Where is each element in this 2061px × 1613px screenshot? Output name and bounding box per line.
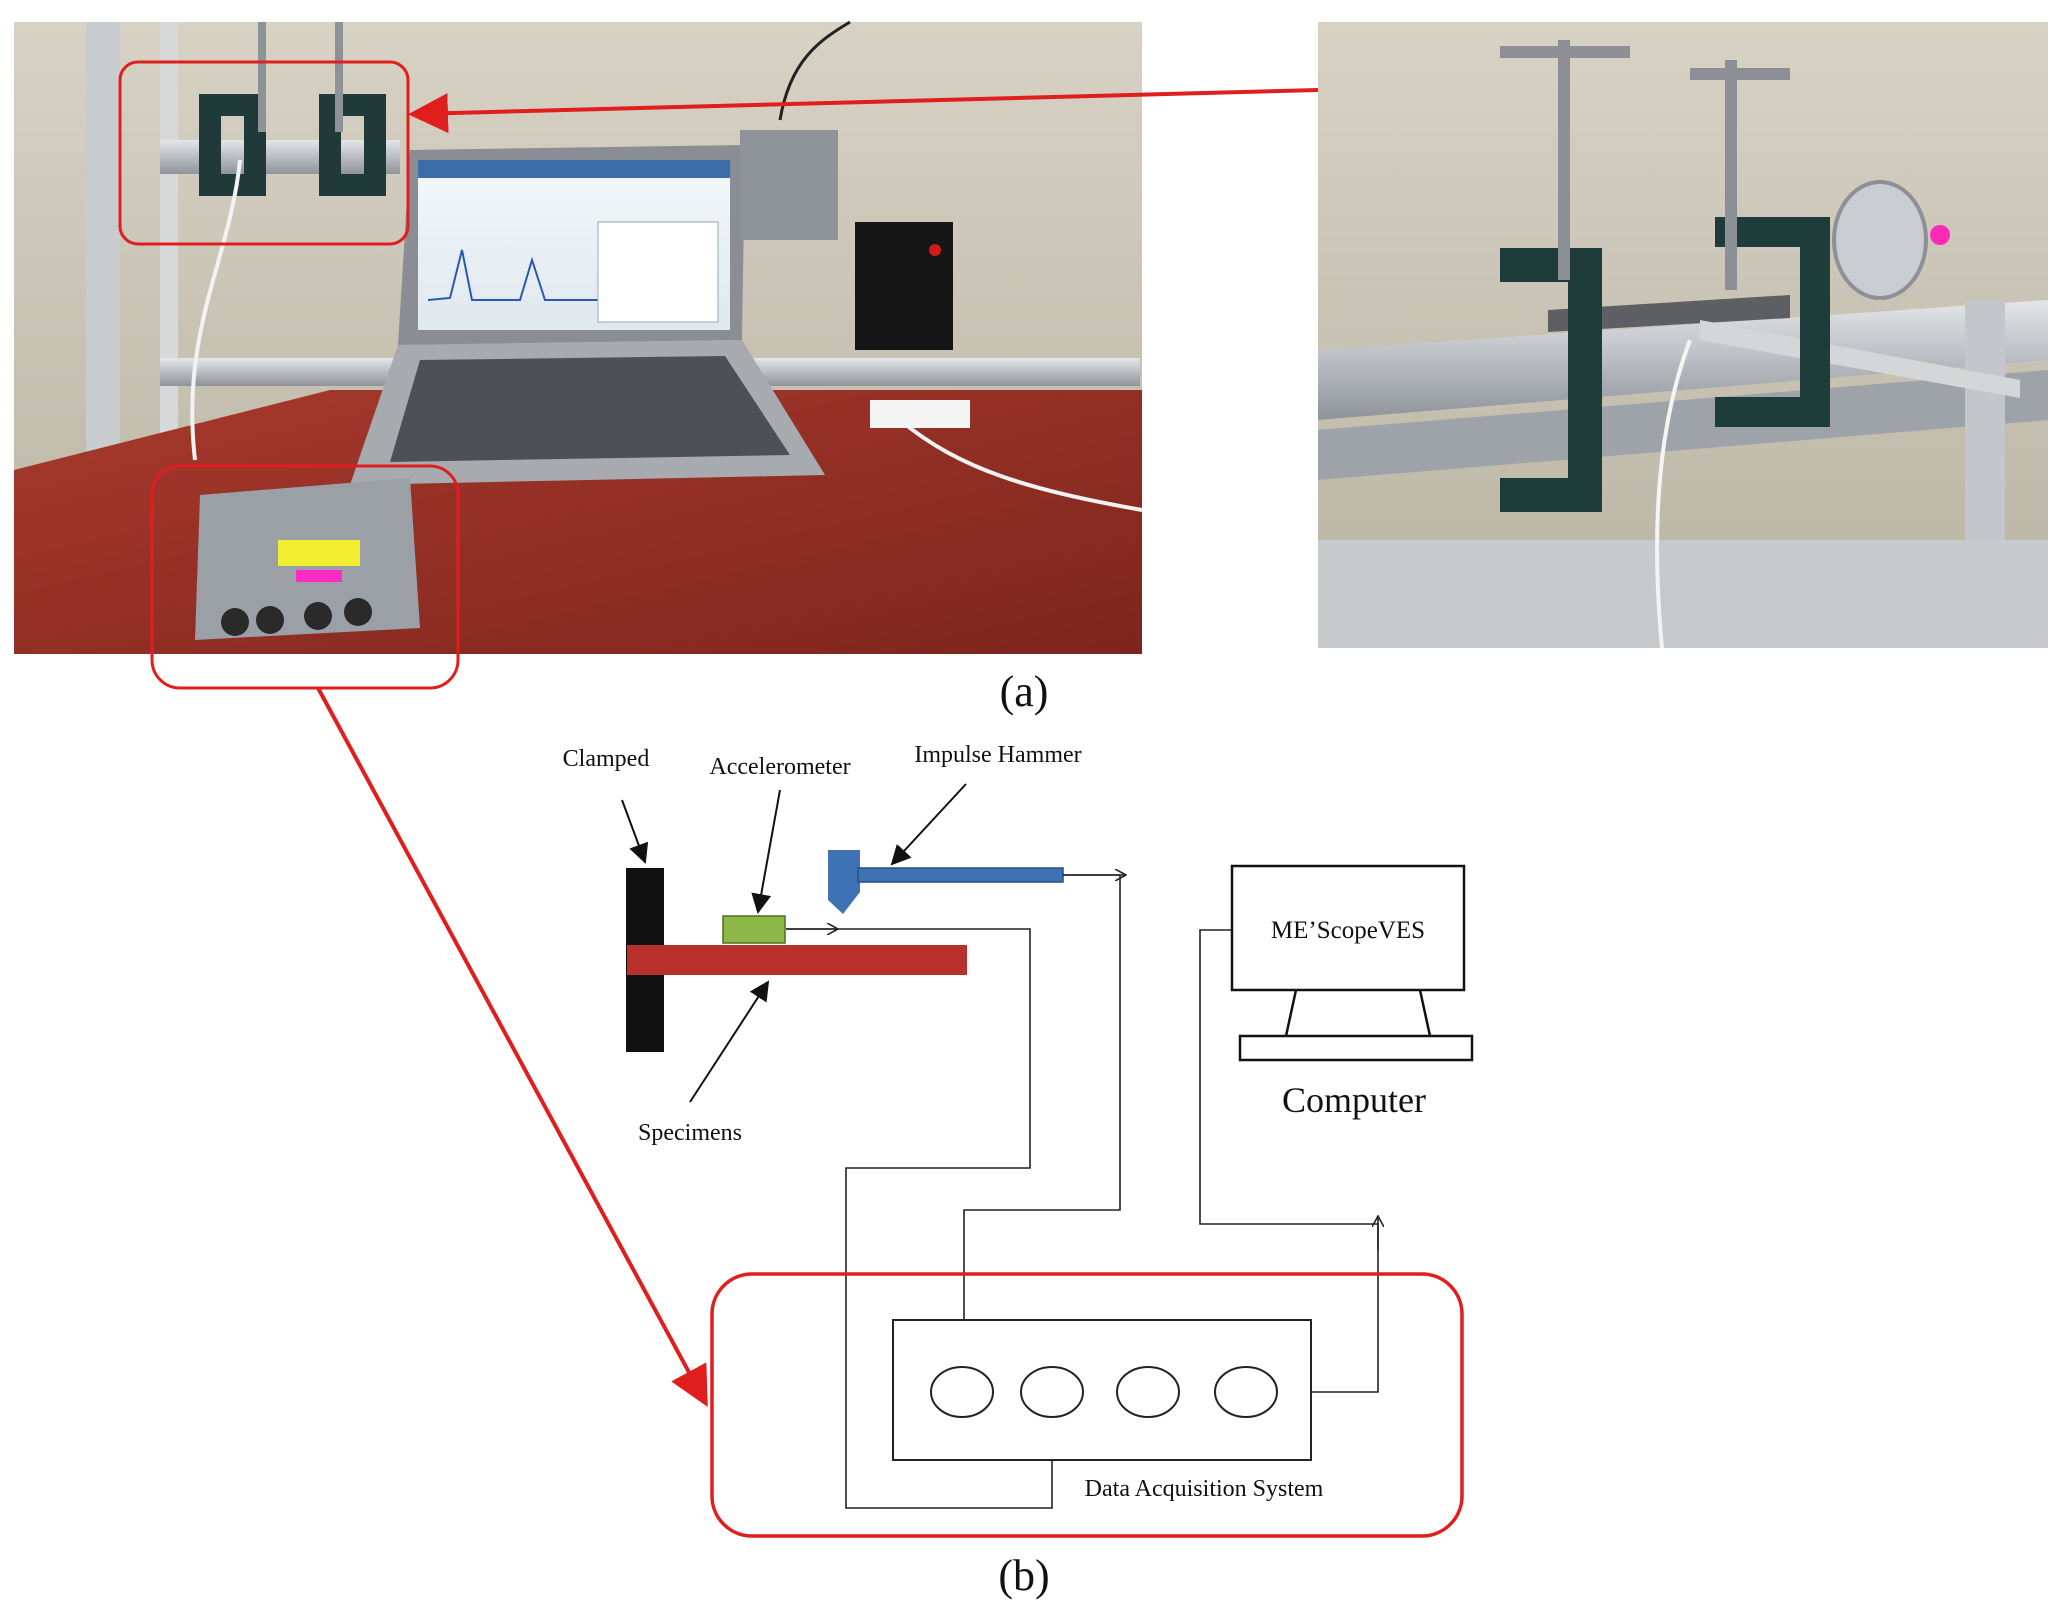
computer-cable [1199, 929, 1379, 1393]
label-specimens: Specimens [638, 1120, 742, 1146]
hammer-cable [963, 874, 1121, 1360]
accelerometer-block [722, 915, 786, 944]
computer-icon [1230, 864, 1474, 1062]
specimen-beam [627, 945, 967, 975]
daq-highlight-box [150, 464, 460, 690]
label-software: ME’ScopeVES [1271, 917, 1425, 944]
daq-channel-4 [1214, 1366, 1278, 1418]
label-impulse-hammer: Impulse Hammer [914, 742, 1081, 768]
specimens-pointer [689, 980, 770, 1103]
clamped-pointer [621, 799, 649, 864]
lab-setup-photo [14, 20, 1143, 654]
daq-schematic-highlight-box [710, 1272, 1464, 1538]
label-computer: Computer [1282, 1080, 1426, 1120]
daq-callout-arrow [316, 687, 708, 1408]
daq-channel-2 [1020, 1366, 1084, 1418]
computer-base [1238, 1034, 1474, 1062]
label-clamped: Clamped [563, 746, 650, 772]
hammer-pointer [890, 783, 967, 866]
daq-channel-1 [930, 1366, 994, 1418]
label-accelerometer: Accelerometer [709, 754, 850, 780]
caption-a: (a) [1000, 667, 1049, 716]
clamp-callout-arrow [408, 88, 1319, 134]
label-daq: Data Acquisition System [1085, 1476, 1324, 1502]
accelerometer-cable [786, 928, 1053, 1509]
caption-b: (b) [998, 1551, 1049, 1600]
schematic-diagram: Clamped Accelerometer Impulse Hammer Spe… [563, 742, 1474, 1538]
clamp-closeup-photo [1318, 22, 2048, 649]
clamp-highlight-box [118, 60, 410, 246]
accelerometer-pointer [751, 789, 781, 914]
daq-channel-3 [1116, 1366, 1180, 1418]
impulse-hammer-shape [828, 850, 1064, 914]
computer-monitor [1230, 864, 1466, 992]
